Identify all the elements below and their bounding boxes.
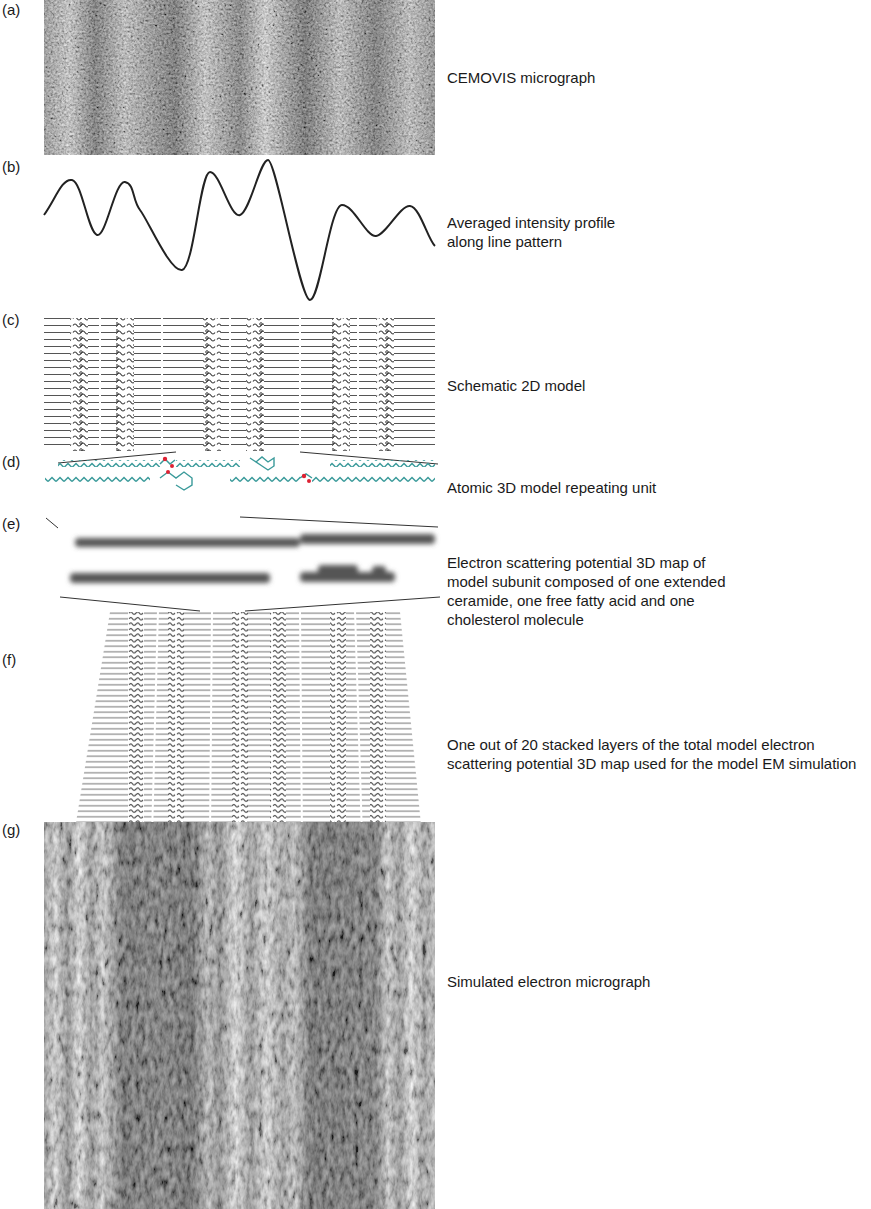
scattering-potential-map: [70, 534, 435, 583]
schematic-2d-model: [44, 316, 435, 452]
panel-letter: (b): [2, 157, 42, 176]
zoom-bracket: [46, 517, 438, 528]
simulated-micrograph: [44, 822, 435, 1209]
panel-caption: Atomic 3D model repeating unit: [447, 478, 847, 497]
panel-caption: Averaged intensity profile along line pa…: [447, 213, 647, 251]
panel-letter: (e): [2, 514, 42, 533]
panel-letter: (f): [2, 650, 42, 669]
intensity-profile: [44, 160, 435, 300]
panel-caption: Simulated electron micrograph: [447, 972, 847, 991]
zoom-bracket: [60, 597, 440, 611]
panel-letter: (d): [2, 452, 42, 471]
panel-caption: One out of 20 stacked layers of the tota…: [447, 735, 857, 773]
panel-letter: (a): [2, 0, 42, 19]
panel-letter: (c): [2, 310, 42, 329]
panel-letter: (g): [2, 820, 42, 839]
panel-caption: CEMOVIS micrograph: [447, 68, 847, 87]
atomic-3d-model: [45, 457, 435, 490]
panel-caption: Schematic 2D model: [447, 376, 847, 395]
cemovis-micrograph: [44, 0, 435, 155]
panel-caption: Electron scattering potential 3D map of …: [447, 553, 737, 629]
model-layer: [74, 610, 422, 836]
